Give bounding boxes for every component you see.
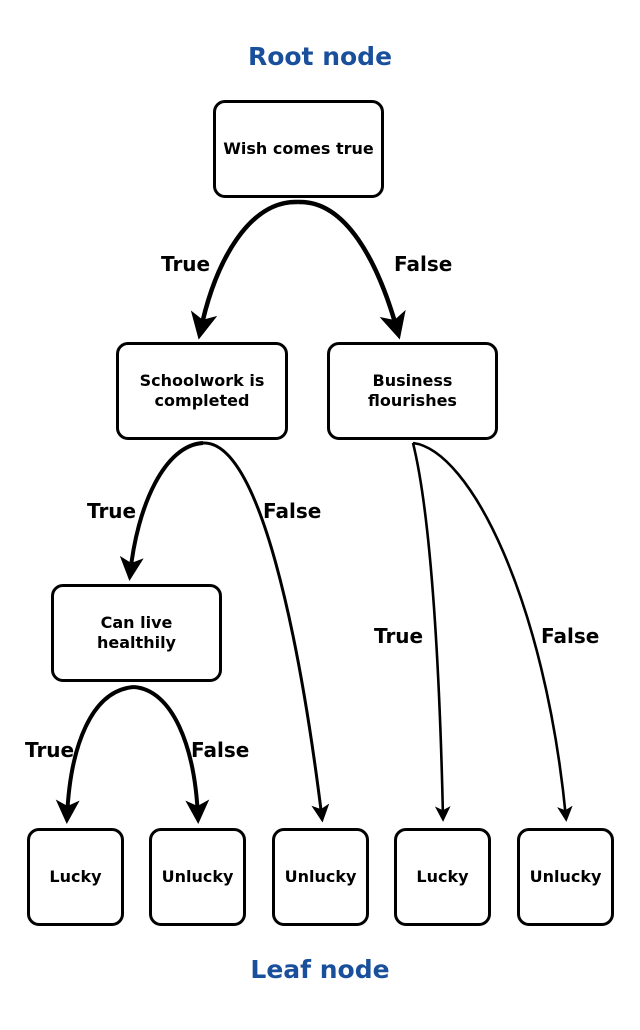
- edge-wish-true: [190, 199, 299, 340]
- decision-node-health: Can live healthily: [51, 584, 222, 682]
- edge-business-true: [411, 442, 451, 822]
- edge-wish-false: [297, 199, 406, 340]
- decision-node-business: Business flourishes: [327, 342, 498, 440]
- edge-school-false: [202, 441, 330, 823]
- decision-node-schoolwork: Schoolwork is completed: [116, 342, 288, 440]
- edge-label-school-true: True: [87, 499, 137, 523]
- leaf-node-unlucky-3: Unlucky: [517, 828, 614, 926]
- leaf-node-lucky-1: Lucky: [27, 828, 124, 926]
- leaf-node-unlucky-1: Unlucky: [149, 828, 246, 926]
- edge-health-false: [133, 685, 210, 824]
- root-node-heading: Root node: [247, 42, 393, 71]
- edge-school-true: [119, 441, 204, 581]
- edge-business-false: [412, 441, 573, 822]
- edge-health-true: [55, 685, 135, 824]
- edge-label-school-false: False: [263, 499, 322, 523]
- leaf-node-unlucky-2: Unlucky: [272, 828, 369, 926]
- decision-node-wish: Wish comes true: [213, 100, 384, 198]
- edge-label-business-false: False: [541, 624, 600, 648]
- leaf-node-heading: Leaf node: [250, 955, 390, 984]
- edge-label-health-false: False: [191, 738, 250, 762]
- edge-label-health-true: True: [25, 738, 75, 762]
- edge-label-wish-false: False: [394, 252, 453, 276]
- leaf-node-lucky-2: Lucky: [394, 828, 491, 926]
- edge-label-business-true: True: [374, 624, 424, 648]
- edge-label-wish-true: True: [161, 252, 211, 276]
